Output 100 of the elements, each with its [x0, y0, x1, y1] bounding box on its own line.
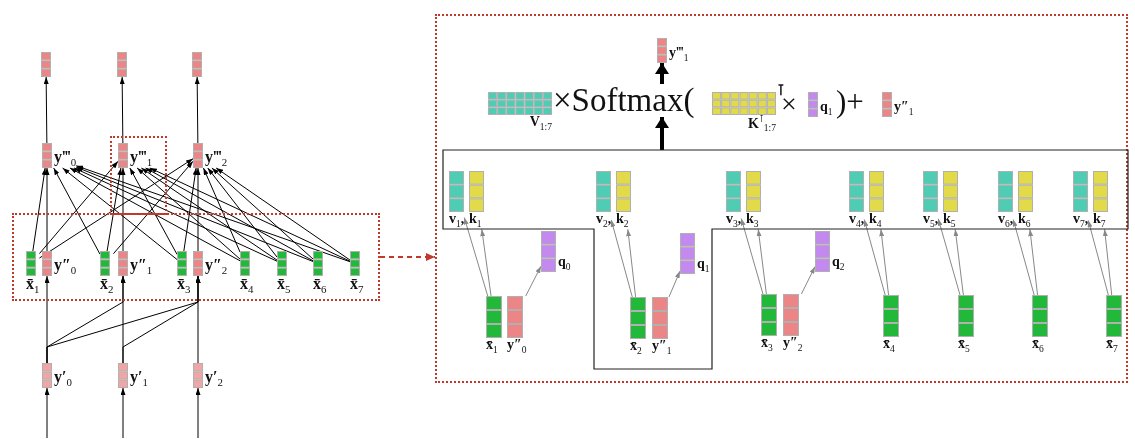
- vector-label: v$_{3}$,: [726, 212, 742, 230]
- arrow: [740, 218, 764, 295]
- vector-label: q$_{1}$: [697, 256, 710, 274]
- vector-label: x̄$_{7}$: [1106, 337, 1118, 355]
- vector-label: x̄$_{2}$: [630, 339, 642, 357]
- arrow: [668, 270, 681, 298]
- arrow: [106, 167, 123, 252]
- vector-label: y‴$_{0}$: [54, 148, 77, 168]
- dashed-group-box: [12, 213, 380, 301]
- arrow: [140, 167, 278, 261]
- vector-label: V$_{1:7}$: [529, 115, 552, 133]
- arrow: [1087, 219, 1109, 296]
- arrow: [195, 387, 201, 439]
- vector-label: y″$_{2}$: [783, 336, 803, 354]
- vector-label: y‴$_{1}$: [130, 148, 153, 168]
- vector-label: x̄$_{4}$: [240, 276, 254, 296]
- arrow: [44, 387, 50, 439]
- arrow: [937, 218, 961, 296]
- vector-label: v$_{7}$,: [1073, 212, 1089, 230]
- arrow: [38, 160, 119, 255]
- vector-label: y″$_{1}$: [130, 256, 153, 276]
- vector-label: k$_{7}$: [1093, 212, 1106, 230]
- arrow: [202, 167, 241, 253]
- vector-label: k$_{3}$: [746, 212, 759, 230]
- arrow: [879, 228, 890, 296]
- vector-label: x̄$_{5}$: [277, 276, 291, 296]
- arrow: [207, 167, 278, 258]
- arrow: [953, 228, 964, 296]
- arrow: [195, 275, 201, 364]
- vector-label: q$_{2}$: [832, 254, 845, 272]
- arrow: [800, 266, 816, 295]
- arrow: [145, 167, 314, 262]
- vector-label: v$_{4}$,: [849, 212, 865, 230]
- vector-label: x̄$_{1}$: [486, 338, 498, 356]
- arrow: [75, 166, 314, 262]
- vector-label: q$_{1}$: [820, 99, 833, 117]
- arrow: [463, 217, 489, 297]
- vector-label: y″$_{0}$: [54, 256, 77, 276]
- vector-label: x̄$_{3}$: [761, 336, 773, 354]
- arrow: [119, 76, 125, 144]
- arrow: [120, 387, 126, 439]
- arrow: [1028, 228, 1039, 296]
- arrow: [655, 63, 669, 84]
- arrow: [1102, 228, 1113, 296]
- vector-label: v$_{2}$,: [596, 212, 612, 230]
- arrow: [610, 219, 633, 298]
- arrow: [195, 167, 201, 252]
- arrow: [129, 167, 178, 255]
- arrow: [149, 167, 351, 262]
- vector-label: x̄$_{2}$: [100, 276, 114, 296]
- arrow: [75, 165, 351, 263]
- vector-label: y′$_{0}$: [54, 368, 72, 388]
- arrow: [480, 228, 492, 297]
- arrow: [525, 265, 542, 297]
- vector-label: y‴$_{1}$: [669, 45, 689, 63]
- arrow: [62, 167, 178, 260]
- vector-label: y″$_{0}$: [507, 338, 527, 356]
- arrow: [183, 167, 198, 252]
- vector-label: v$_{6}$,: [998, 212, 1014, 230]
- arrow: [194, 76, 200, 144]
- dashed-group-box: [435, 14, 1128, 383]
- vector-label: x̄$_{6}$: [1032, 337, 1044, 355]
- vector-label: x̄$_{4}$: [883, 337, 895, 355]
- arrow: [211, 167, 314, 260]
- arrow: [136, 167, 241, 260]
- vector-label: y′$_{1}$: [130, 368, 148, 388]
- vector-label: v$_{5}$,: [923, 212, 939, 230]
- vector-label: x̄$_{7}$: [350, 276, 364, 296]
- vector-label: y″$_{1}$: [652, 339, 672, 357]
- vector-label: k$_{1}$: [469, 212, 482, 230]
- dashed-group-box: [110, 136, 167, 215]
- arrow: [53, 167, 101, 255]
- arrow: [38, 158, 194, 259]
- arrow: [379, 253, 436, 261]
- vector-label: y″$_{1}$: [894, 99, 914, 117]
- arrow: [120, 167, 126, 252]
- arrow: [44, 167, 50, 252]
- vector-label: k$_{5}$: [943, 212, 956, 230]
- formula-text: )+: [836, 86, 864, 117]
- vector-label: x̄$_{3}$: [177, 276, 191, 296]
- arrow: [1012, 219, 1035, 296]
- vector-label: y″$_{2}$: [205, 256, 228, 276]
- vector-label: v$_{1}$,: [449, 212, 465, 230]
- arrow: [69, 167, 241, 262]
- arrow: [863, 219, 886, 296]
- vector-label: k$_{4}$: [869, 212, 882, 230]
- arrow: [43, 76, 49, 144]
- vector-label: x̄$_{6}$: [313, 276, 327, 296]
- arrow: [215, 167, 351, 261]
- vector-label: k$_{2}$: [616, 212, 629, 230]
- vector-label: y′$_{2}$: [205, 368, 223, 388]
- arrow: [655, 117, 669, 150]
- vector-label: x̄$_{1}$: [26, 276, 40, 296]
- vector-label: q$_{0}$: [558, 254, 571, 272]
- arrow: [756, 228, 767, 295]
- vector-label: k$_{6}$: [1018, 212, 1031, 230]
- formula-text: ×Softmax(: [553, 84, 695, 117]
- arrow: [73, 167, 278, 262]
- vector-label: y‴$_{2}$: [205, 148, 228, 168]
- vector-label: x̄$_{5}$: [958, 337, 970, 355]
